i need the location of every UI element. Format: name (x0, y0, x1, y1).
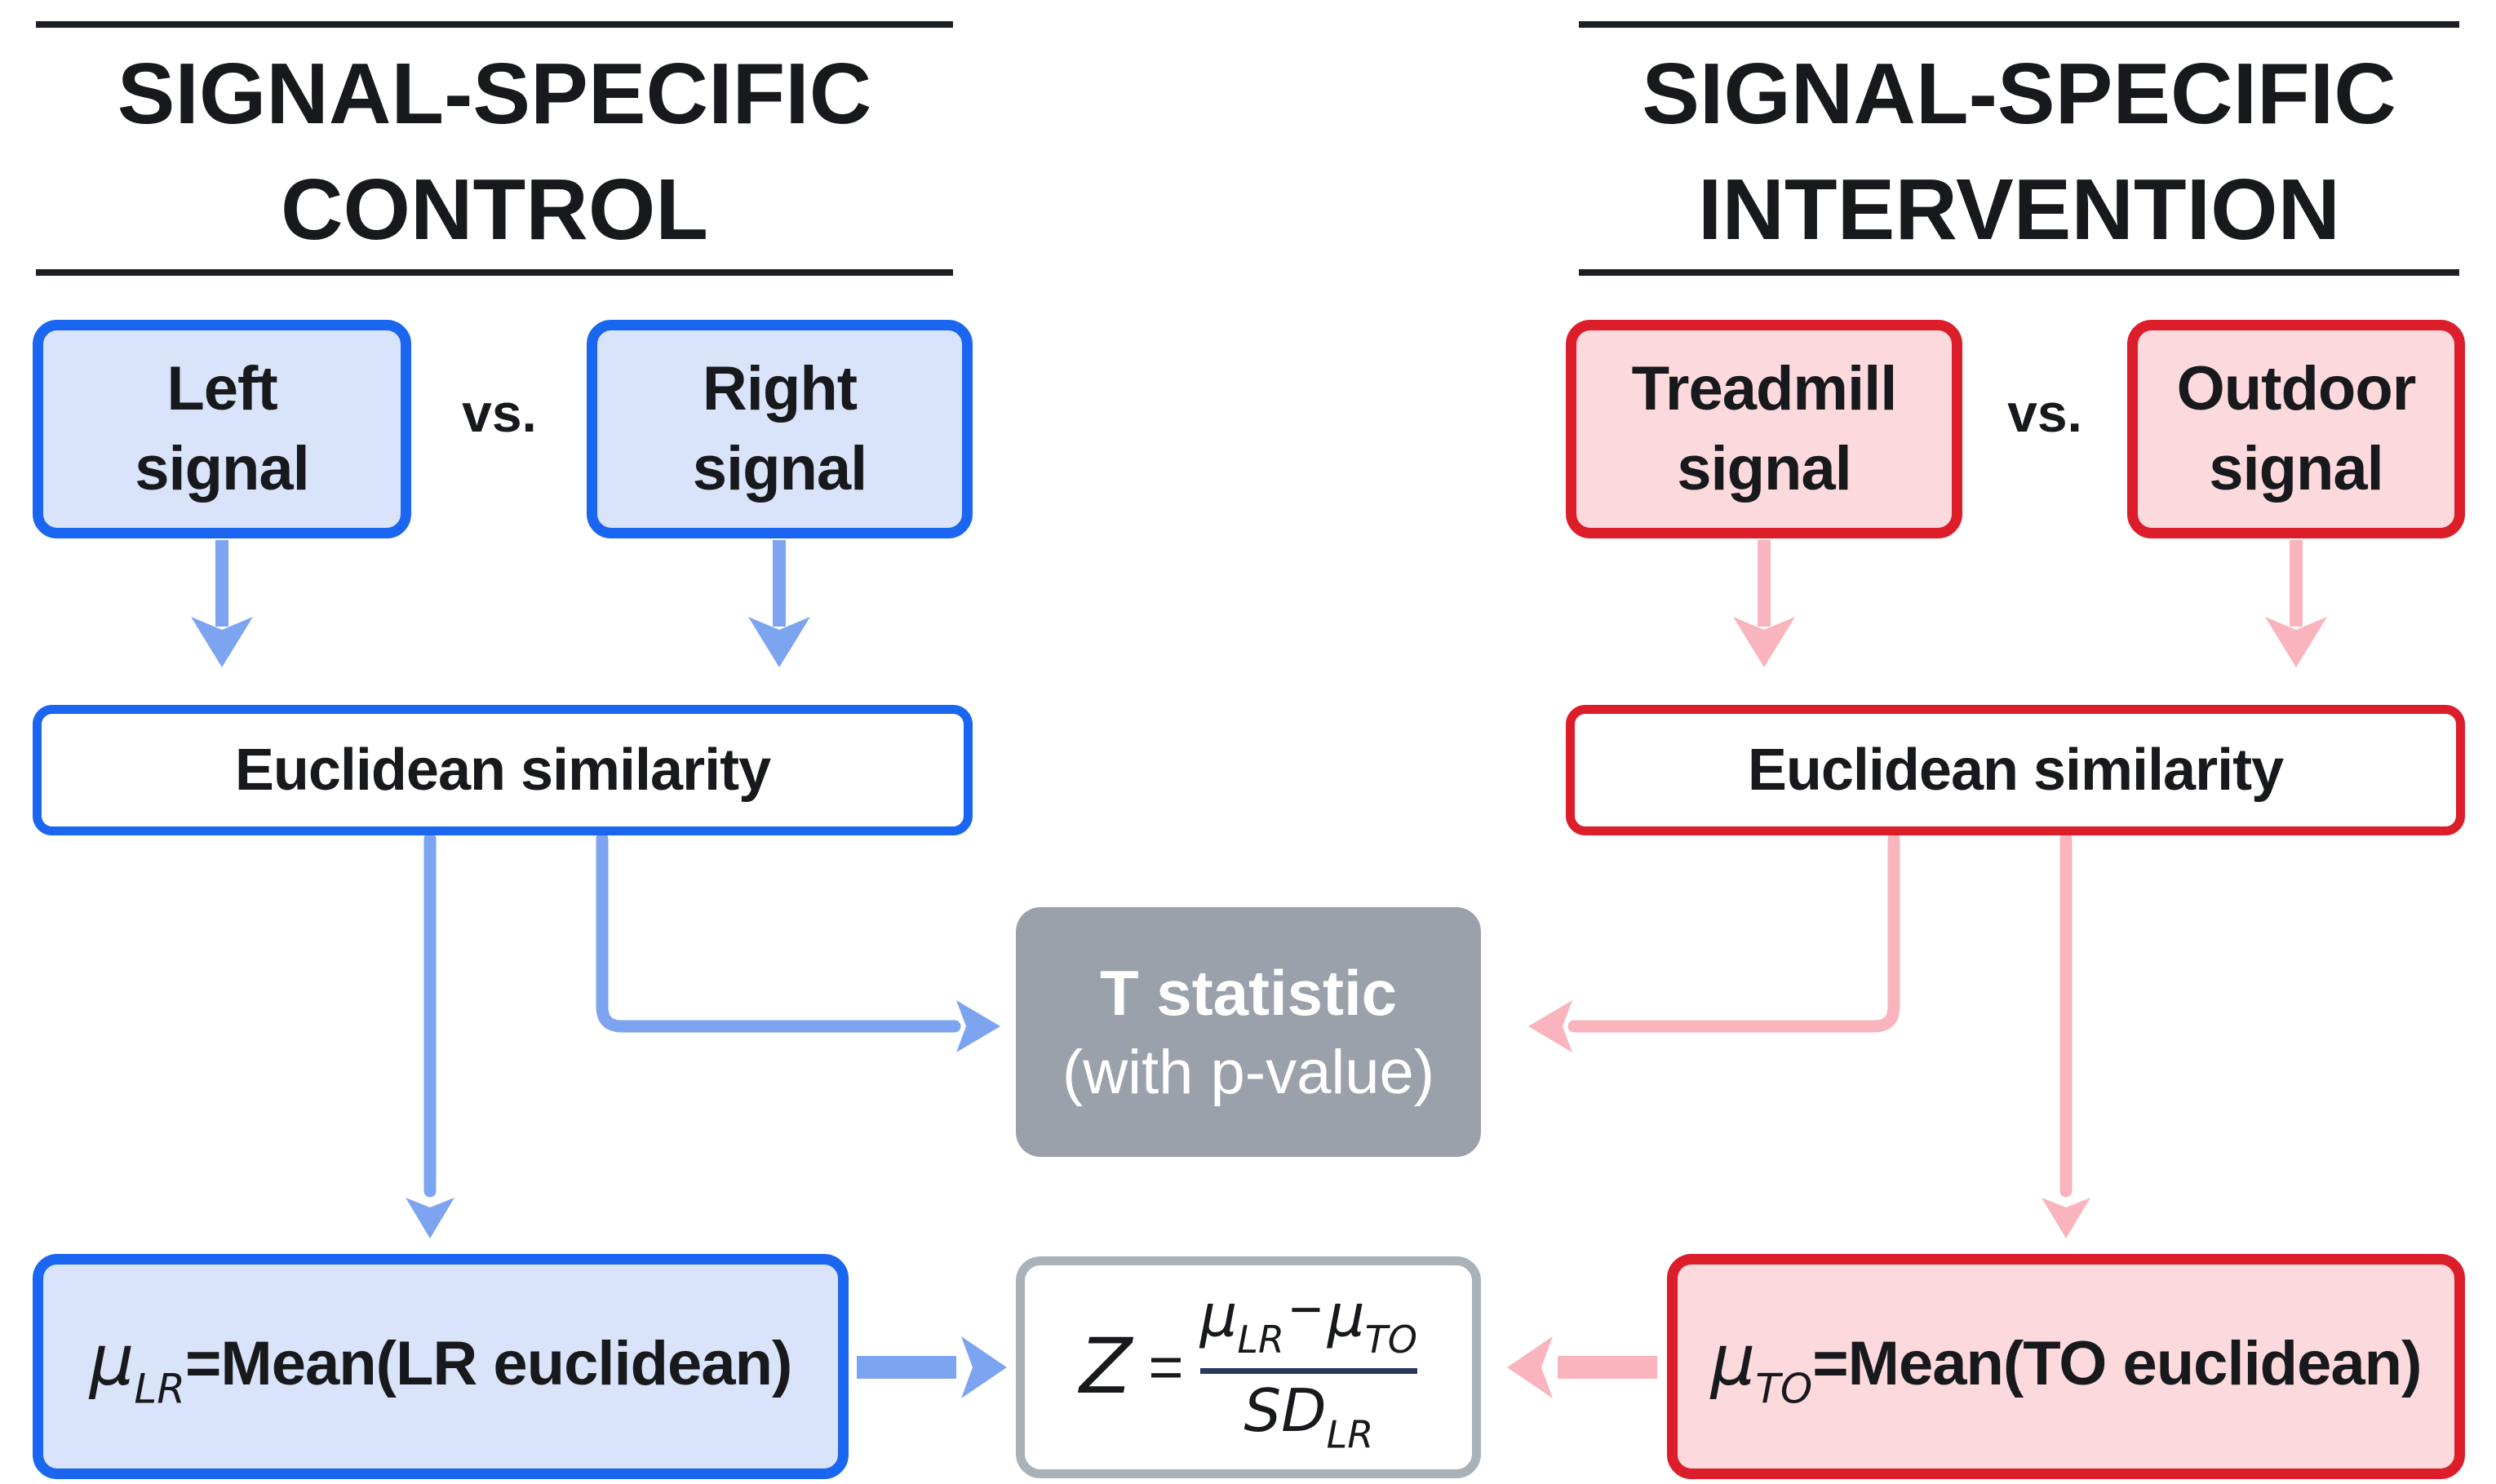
mean-lr-box: μLR=Mean(LR euclidean) (33, 1254, 849, 1479)
vs-label-right: vs. (2007, 383, 2082, 443)
outdoor-signal-box: Outdoor signal (2127, 320, 2465, 538)
left-title-rule-bottom (36, 269, 953, 276)
euclidean-similarity-box-left: Euclidean similarity (33, 705, 973, 835)
mean-to-expression: μTO=Mean(TO euclidean) (1710, 1320, 2423, 1413)
right-signal-box: Right signal (587, 320, 973, 538)
left-signal-label-line1: Left (166, 354, 277, 423)
numerator-mu2: μ (1327, 1281, 1365, 1350)
euclidean-similarity-label-right: Euclidean similarity (1747, 738, 2284, 803)
minus-sign: − (1289, 1278, 1323, 1342)
right-panel-title: SIGNAL-SPECIFIC INTERVENTION (1579, 36, 2459, 268)
down-arrow-left-signal (191, 540, 253, 667)
treadmill-signal-label-line1: Treadmill (1631, 354, 1898, 423)
mean-to-mu: μ (1710, 1320, 1756, 1402)
outdoor-signal-label-line1: Outdoor (2176, 354, 2417, 423)
mean-to-rest: =Mean(TO euclidean) (1812, 1329, 2422, 1399)
connector-euclidean-to-mean-right (2042, 832, 2090, 1238)
right-title-line2: INTERVENTION (1697, 162, 2341, 258)
euclidean-similarity-box-right: Euclidean similarity (1566, 705, 2465, 835)
numerator-mu1: μ (1199, 1281, 1238, 1350)
formula-equals: = (1148, 1333, 1184, 1402)
outdoor-signal-label-line2: signal (2209, 434, 2384, 503)
numerator-sub2: TO (1364, 1318, 1418, 1362)
connector-euclidean-to-mean-left (406, 832, 454, 1238)
mean-lr-rest: =Mean(LR euclidean) (185, 1329, 792, 1399)
treadmill-signal-box: Treadmill signal (1566, 320, 1962, 538)
denominator-sd: SD (1244, 1375, 1327, 1445)
t-statistic-box: T statistic (with p-value) (1016, 907, 1481, 1157)
t-statistic-pvalue-label: (with p-value) (1062, 1038, 1435, 1107)
left-signal-label-line2: signal (135, 434, 310, 503)
connector-euclidean-to-tstat-right (1528, 832, 1900, 1052)
down-arrow-right-signal (748, 540, 810, 667)
right-title-line1: SIGNAL-SPECIFIC (1642, 46, 2396, 142)
down-arrow-outdoor-signal (2265, 540, 2327, 667)
mean-lr-expression: μLR=Mean(LR euclidean) (89, 1320, 793, 1413)
right-title-rule-bottom (1579, 269, 2459, 276)
down-arrow-treadmill-signal (1733, 540, 1795, 667)
vs-label-left: vs. (462, 383, 537, 443)
treadmill-signal-label-line2: signal (1677, 434, 1852, 503)
mean-lr-mu: μ (89, 1320, 135, 1402)
fraction-denominator: SDLR (1244, 1380, 1373, 1455)
arrow-mean-to-formula-blue (857, 1336, 1007, 1398)
left-signal-box: Left signal (33, 320, 411, 538)
numerator-sub1: LR (1237, 1318, 1284, 1362)
euclidean-similarity-label-left: Euclidean similarity (234, 738, 771, 803)
left-panel-title: SIGNAL-SPECIFIC CONTROL (36, 36, 953, 268)
left-title-rule-top (36, 21, 953, 28)
right-title-rule-top (1579, 21, 2459, 28)
mean-lr-sub: LR (134, 1365, 186, 1413)
formula-fraction: μLR−μTO SDLR (1199, 1278, 1418, 1455)
connector-euclidean-to-tstat-left (596, 832, 1000, 1052)
right-signal-label-line1: Right (702, 354, 858, 423)
z-formula: Z = μLR−μTO SDLR (1079, 1278, 1418, 1455)
fraction-numerator: μLR−μTO (1199, 1278, 1418, 1362)
mean-to-sub: TO (1755, 1365, 1813, 1413)
left-title-line1: SIGNAL-SPECIFIC (117, 46, 872, 142)
left-title-line2: CONTROL (280, 162, 709, 258)
mean-to-box: μTO=Mean(TO euclidean) (1667, 1254, 2465, 1479)
denominator-sub: LR (1326, 1412, 1374, 1457)
arrow-mean-to-formula-pink (1507, 1336, 1657, 1398)
z-formula-box: Z = μLR−μTO SDLR (1016, 1256, 1481, 1478)
right-signal-label-line2: signal (692, 434, 868, 503)
fraction-bar (1199, 1367, 1418, 1374)
t-statistic-label: T statistic (1099, 957, 1398, 1029)
formula-lhs: Z (1079, 1322, 1133, 1412)
